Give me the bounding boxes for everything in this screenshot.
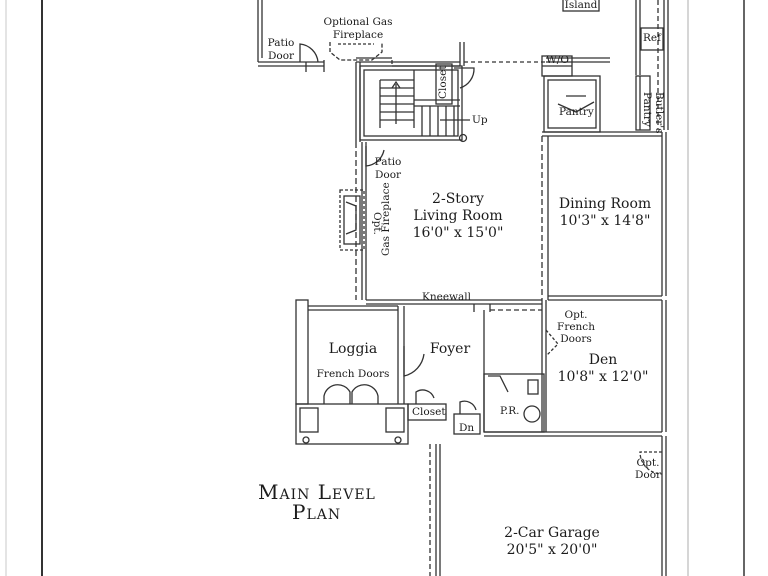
patio-door-mid-label-1: Patio [374, 156, 402, 168]
living-room-name-1: 2-Story [432, 191, 484, 207]
optional-gas-fireplace-label-2: Fireplace [332, 29, 384, 41]
closet-foyer-label: Closet [412, 406, 446, 418]
kneewall [366, 299, 542, 312]
opt-french-doors-label-2: French [557, 321, 595, 333]
stair-closet [435, 63, 475, 105]
patio-door-top-label-1: Patio [267, 37, 295, 49]
butlers-label: Butler's [653, 92, 665, 134]
french-doors-label: French Doors [316, 368, 390, 380]
plan-title-2: Plan [292, 500, 342, 524]
opt-door-label-2: Door [634, 469, 662, 481]
living-room-dims: 16'0" x 15'0" [412, 225, 504, 241]
island-label: Island [564, 0, 598, 11]
fireplace-mid [339, 189, 365, 251]
butlers-pantry-label: Pantry [641, 92, 653, 127]
foyer-door [403, 346, 425, 377]
opt-gas-fireplace-label-2: Gas Fireplace [380, 182, 392, 256]
foyer-closet [407, 389, 447, 421]
patio-door-mid-label-2: Door [374, 169, 402, 181]
wo-label: W/O [546, 54, 569, 66]
powder-room-walls [483, 310, 662, 437]
patio-door-top-label-2: Door [267, 50, 295, 62]
opt-french-doors-label-1: Opt. [564, 309, 588, 321]
plan-title-1: Main Level [258, 480, 376, 504]
patio-door-mid [365, 146, 385, 167]
foyer-label: Foyer [429, 341, 471, 357]
kitchen-right-walls [635, 0, 669, 130]
den-name: Den [588, 352, 618, 368]
kneewall-label: Kneewall [422, 291, 471, 303]
living-room-name-2: Living Room [413, 208, 503, 224]
opt-door-label-1: Opt. [636, 457, 660, 469]
kitchen-island [562, 0, 600, 12]
den-walls [541, 300, 667, 432]
up-label: Up [472, 114, 488, 126]
closet-stair-label: Closet [437, 65, 449, 99]
dining-room-walls [541, 131, 667, 301]
ref-label: Ref [643, 32, 662, 44]
living-room-west-wall [355, 62, 367, 300]
patio-door-top [299, 43, 319, 72]
opt-french-doors-label-3: Doors [560, 333, 592, 345]
down-label: Dn [459, 422, 475, 434]
optional-gas-fireplace-label-1: Optional Gas [323, 16, 393, 28]
garage-name: 2-Car Garage [504, 525, 600, 541]
pantry-label: Pantry [559, 106, 594, 118]
garage-walls [429, 436, 667, 576]
dining-room-dims: 10'3" x 14'8" [559, 213, 651, 229]
dining-room-name: Dining Room [558, 196, 652, 212]
powder-room-label: P.R. [500, 405, 520, 417]
down-stair [453, 400, 481, 435]
den-dims: 10'8" x 12'0" [557, 369, 649, 385]
staircase [359, 65, 470, 143]
upper-fireplace [329, 42, 383, 61]
pantry-walls [543, 75, 601, 133]
loggia-label: Loggia [328, 341, 378, 357]
garage-dims: 20'5" x 20'0" [506, 542, 598, 558]
butlers-pantry-walls [635, 75, 651, 131]
